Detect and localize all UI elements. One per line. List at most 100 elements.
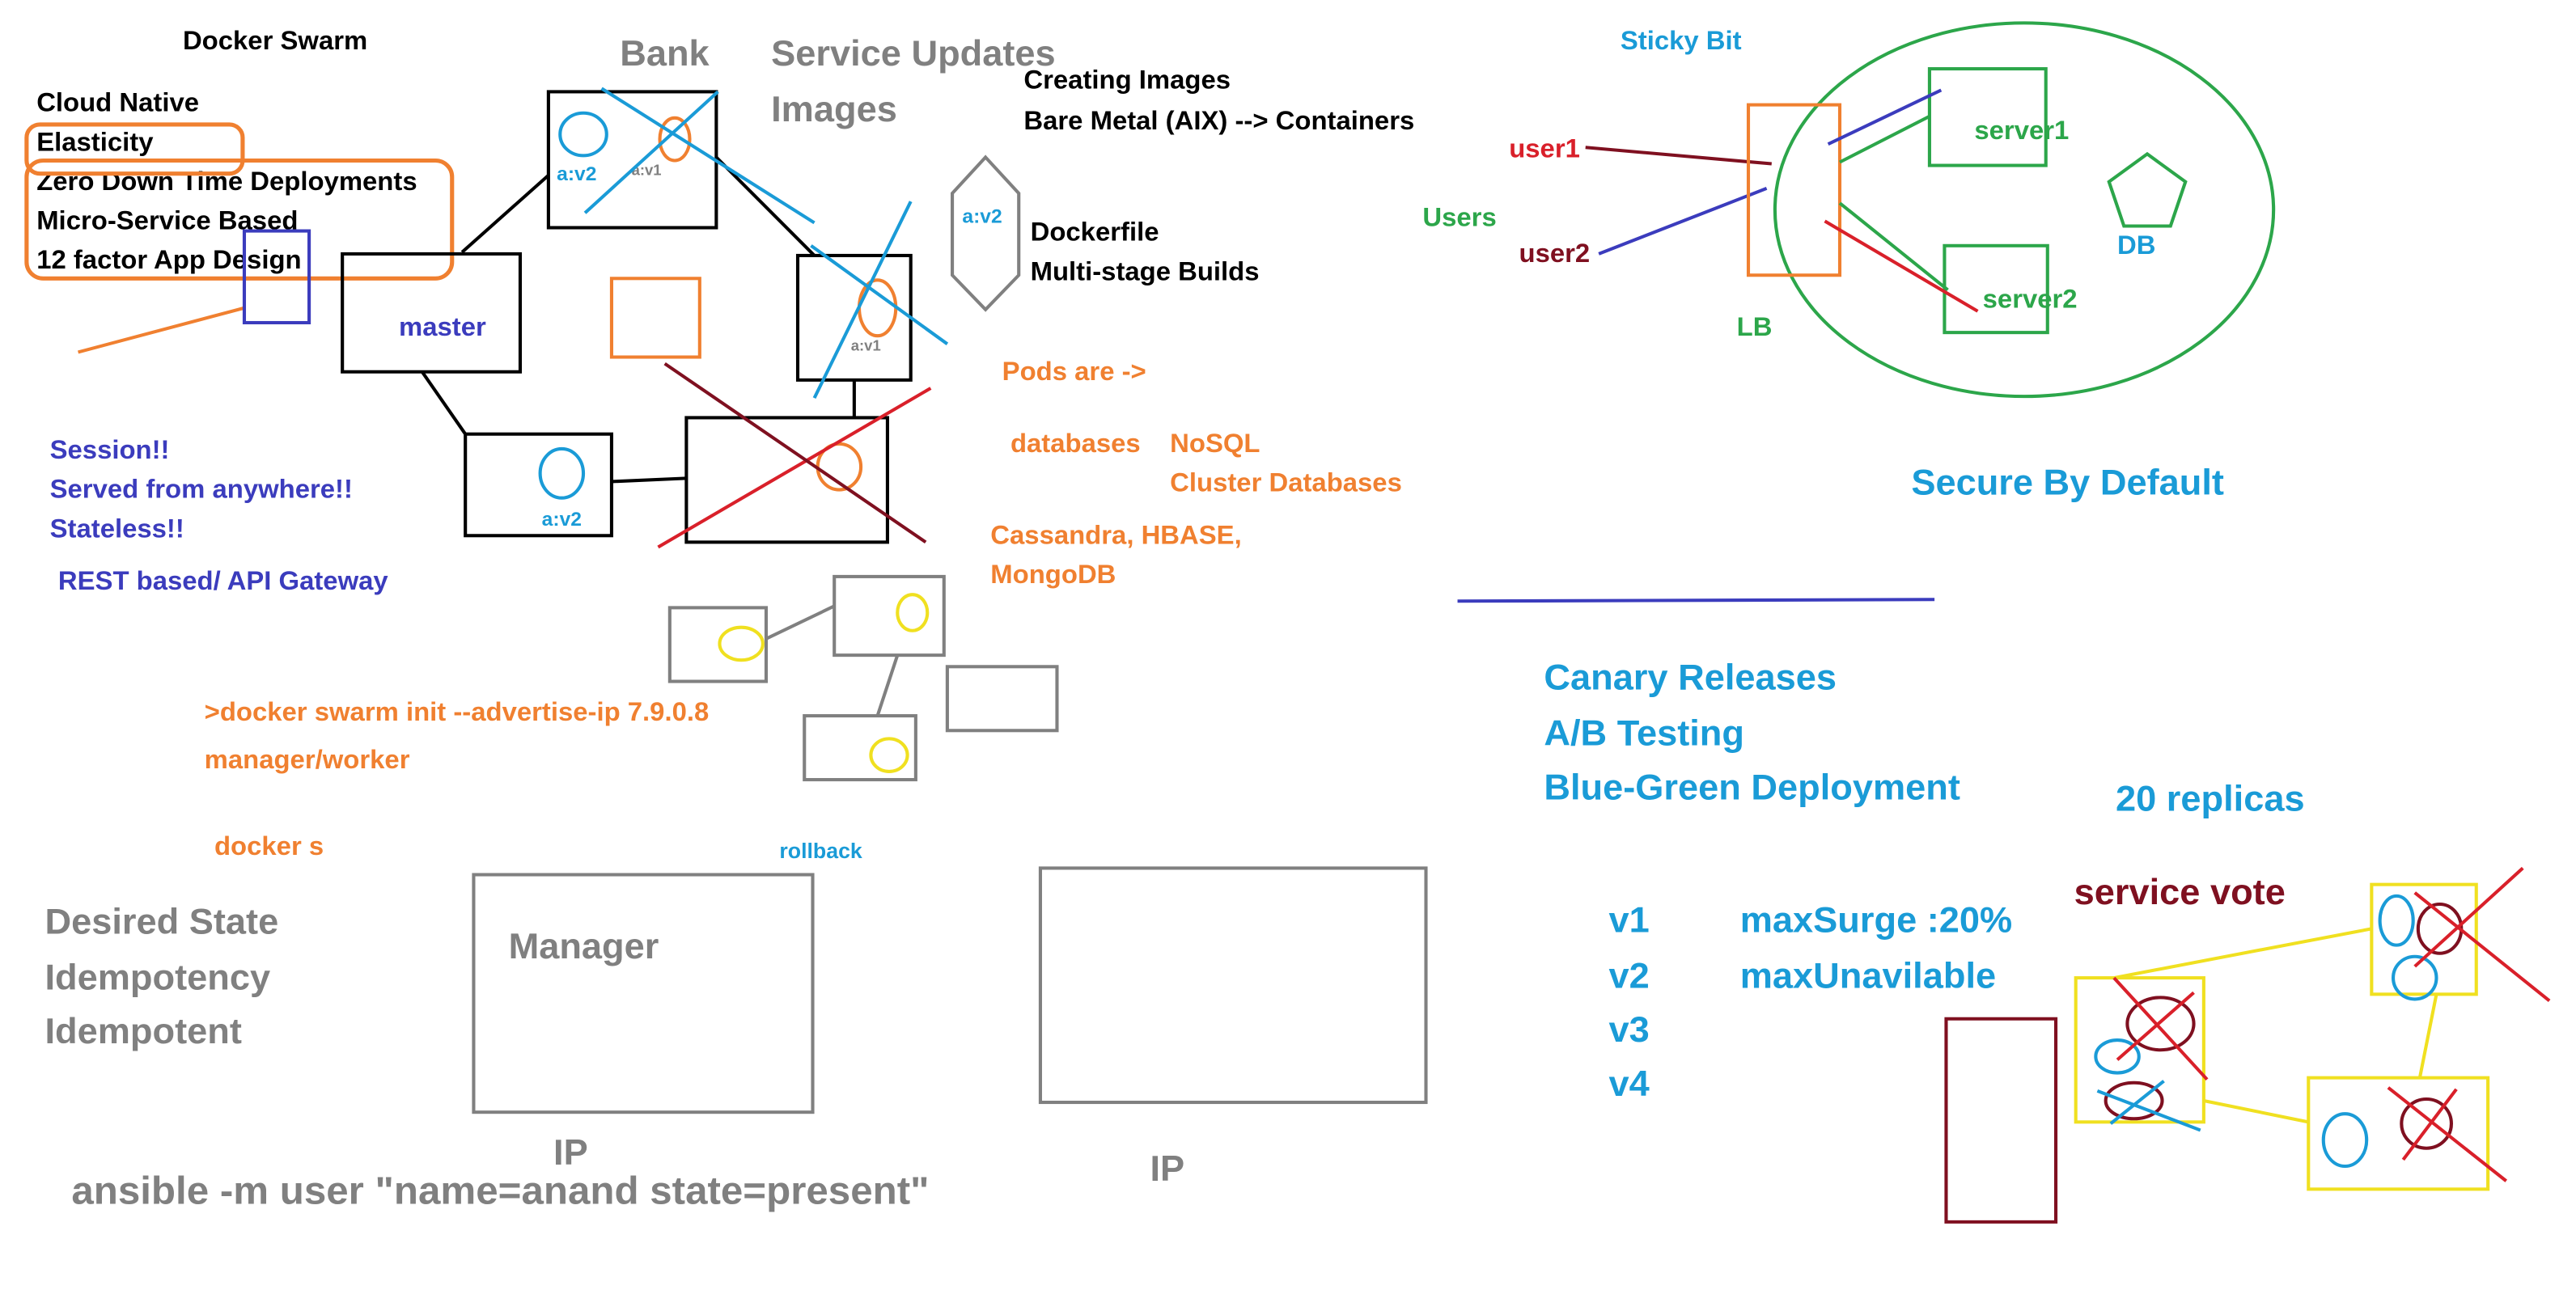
blue-node-box — [242, 229, 311, 325]
service-updates-label: Service Updates — [771, 32, 1056, 74]
second-ip-label: IP — [1150, 1148, 1185, 1190]
version-v2: v2 — [1608, 955, 1649, 996]
vote-pod-blue-3 — [2094, 1038, 2141, 1075]
vote-strike-blue-2 — [2109, 1080, 2165, 1125]
vote-pod-maroon-3 — [2104, 1080, 2164, 1121]
yellow-link-2 — [2203, 1099, 2309, 1124]
docker-s-label: docker s — [214, 831, 324, 861]
session-notes: Session!! Served from anywhere!! Statele… — [50, 434, 388, 595]
note-rest-api: REST based/ API Gateway — [58, 565, 388, 595]
tag-top-v1: a:v1 — [632, 162, 662, 179]
gray-node-4 — [945, 665, 1059, 733]
server2-label: server2 — [1983, 284, 2078, 314]
vote-strike-1 — [2413, 891, 2551, 1003]
elasticity-highlight — [24, 122, 245, 176]
feature-notes: Docker Swarm Cloud Native Elasticity Zer… — [36, 25, 417, 274]
docker-swarm-title: Docker Swarm — [183, 25, 367, 55]
section-divider — [1457, 598, 1935, 603]
yellow-link-3 — [2417, 993, 2438, 1079]
desired-state-label: Desired State — [44, 901, 278, 942]
tag-right-v1: a:v1 — [851, 337, 881, 354]
manager-host — [472, 873, 815, 1114]
bank-label: Bank — [620, 32, 710, 74]
link-bottom-center — [611, 476, 687, 484]
worker-node-top — [546, 90, 718, 230]
manager-worker-label: manager/worker — [205, 744, 410, 774]
lb-box — [1746, 103, 1842, 277]
note-cloud-native: Cloud Native — [36, 87, 199, 117]
bare-metal-label: Bare Metal (AIX) --> Containers — [1023, 105, 1414, 135]
manager-host-label: Manager — [509, 925, 659, 966]
container-right-v1 — [857, 278, 898, 338]
service-vote-nodes — [1944, 866, 2551, 1224]
yellow-link-1 — [2113, 927, 2372, 980]
worker-node-bottom-left — [464, 432, 613, 538]
maroon-node — [1944, 1017, 2058, 1224]
user2-label: user2 — [1519, 238, 1591, 268]
users-label: Users — [1422, 202, 1496, 232]
strike-center-2 — [663, 362, 927, 544]
note-stateless: Stateless!! — [50, 514, 184, 543]
red-route — [1824, 219, 1979, 313]
gray-node-group — [667, 574, 1059, 782]
orange-container-box — [609, 277, 701, 359]
vote-pod-blue-1 — [2378, 894, 2415, 947]
lb-label: LB — [1737, 311, 1773, 341]
user1-label: user1 — [1509, 133, 1580, 163]
vote-strike-4 — [2116, 991, 2195, 1061]
idempotent-label: Idempotent — [44, 1010, 242, 1051]
link-top-right — [714, 156, 816, 257]
vote-node-3 — [2307, 1076, 2490, 1191]
gray-node-1 — [667, 606, 769, 683]
gray-link-1 — [765, 604, 836, 641]
strike-top-2 — [583, 90, 719, 214]
idempotency-label: Idempotency — [44, 957, 270, 998]
note-elasticity: Elasticity — [36, 127, 153, 157]
lb-server1-link — [1839, 114, 1930, 164]
nosql-label: NoSQL — [1170, 428, 1260, 458]
cluster-db-label: Cluster Databases — [1170, 467, 1402, 497]
link-master-top — [460, 174, 550, 254]
yellow-container-3 — [869, 737, 909, 773]
note-12-factor: 12 factor App Design — [36, 244, 301, 274]
orange-stroke — [78, 306, 245, 354]
second-host — [1038, 866, 1428, 1105]
note-session: Session!! — [50, 434, 170, 464]
version-v1: v1 — [1608, 899, 1649, 941]
vote-node-1 — [2074, 976, 2205, 1124]
vote-pod-blue-4 — [2321, 1112, 2369, 1169]
note-served-anywhere: Served from anywhere!! — [50, 474, 353, 504]
version-v3: v3 — [1608, 1009, 1649, 1050]
secure-by-default-label: Secure By Default — [1911, 462, 2224, 503]
hexagon-tag: a:v2 — [962, 206, 1002, 228]
service-vote-label: service vote — [2074, 871, 2286, 912]
tag-top-v2: a:v2 — [557, 163, 596, 185]
server1-label: server1 — [1974, 115, 2069, 145]
replicas-label: 20 replicas — [2116, 778, 2305, 819]
pods-label: Pods are -> — [1002, 356, 1146, 386]
gray-node-3 — [803, 714, 917, 782]
vote-pod-maroon-4 — [2400, 1097, 2453, 1150]
gray-node-2 — [833, 574, 946, 658]
container-top-v1 — [658, 116, 692, 163]
vote-strike-2 — [2413, 866, 2524, 968]
vote-strike-6 — [2401, 1088, 2458, 1161]
max-unavailable-label: maxUnavilable — [1740, 955, 1996, 996]
deployment-highlight — [24, 158, 455, 281]
mongodb-label: MongoDB — [990, 559, 1116, 589]
cluster-diagram: master a:v2 a:v1 a:v1 a:v2 — [341, 87, 949, 549]
link-master-bottom — [421, 370, 467, 435]
canary-label: Canary Releases — [1544, 657, 1837, 698]
images-label: Images — [771, 88, 897, 129]
max-surge-label: maxSurge :20% — [1740, 899, 2012, 941]
manager-ip-label: IP — [553, 1131, 588, 1173]
version-v4: v4 — [1608, 1063, 1649, 1104]
vote-strike-blue-1 — [2096, 1089, 2201, 1132]
master-label: master — [399, 311, 486, 341]
dockerfile-label: Dockerfile — [1031, 217, 1159, 247]
vote-pod-blue-2 — [2391, 954, 2438, 1001]
secure-boundary — [1773, 21, 2276, 399]
vote-node-2 — [2370, 882, 2478, 996]
ansible-command: ansible -m user "name=anand state=presen… — [71, 1169, 929, 1213]
